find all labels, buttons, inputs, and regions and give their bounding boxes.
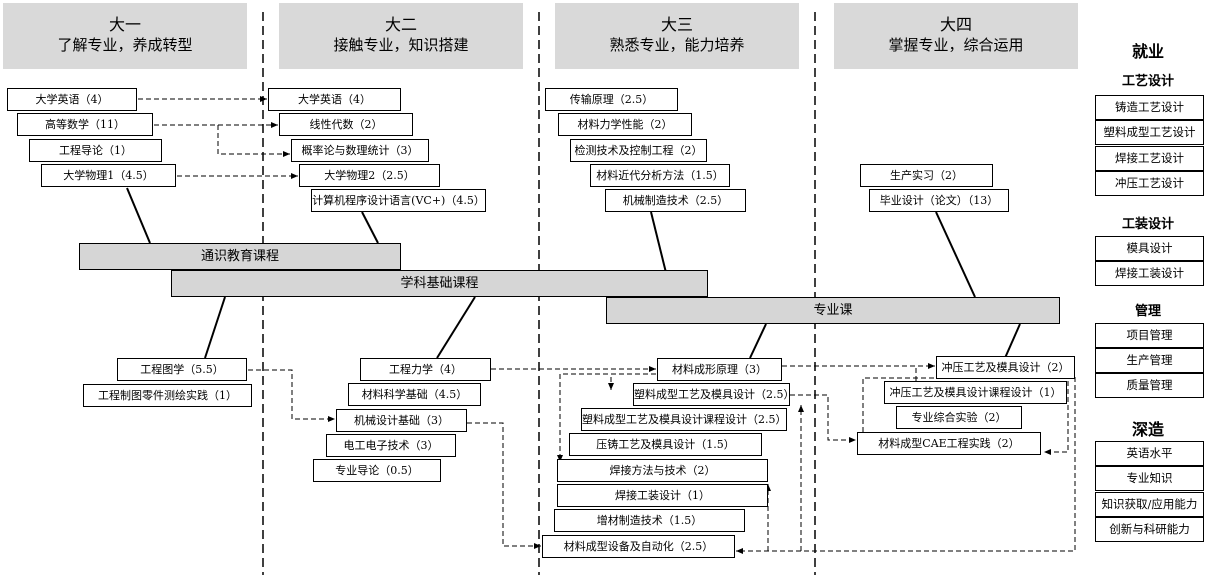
course-box: 工程导论（1） (29, 139, 162, 162)
course-box: 专业导论（0.5） (313, 459, 441, 482)
course-box: 计算机程序设计语言(VC+)（4.5） (311, 189, 486, 212)
course-box: 生产实习（2） (860, 164, 993, 187)
outcome-box: 塑料成型工艺设计 (1095, 120, 1204, 145)
course-box: 焊接工装设计（1） (557, 484, 768, 507)
process-design-title: 工艺设计 (1121, 74, 1174, 89)
outcome-box: 铸造工艺设计 (1095, 95, 1204, 120)
category-general-education: 通识教育课程 (79, 243, 401, 270)
year-label: 大一 (108, 15, 141, 34)
course-box: 材料力学性能（2） (558, 113, 692, 136)
management-title: 管理 (1134, 304, 1161, 319)
outcome-box: 冲压工艺设计 (1095, 171, 1204, 196)
course-box: 大学英语（4） (7, 88, 137, 111)
outcome-box: 项目管理 (1095, 323, 1204, 348)
course-box: 专业综合实验（2） (896, 406, 1022, 429)
year-header-4: 大四 掌握专业，综合运用 (834, 3, 1078, 69)
category-subject-foundation: 学科基础课程 (171, 270, 708, 297)
course-box: 工程图学（5.5） (117, 358, 247, 381)
year-header-3: 大三 熟悉专业，能力培养 (555, 3, 799, 69)
year-header-2: 大二 接触专业，知识搭建 (279, 3, 523, 69)
course-box: 压铸工艺及模具设计（1.5） (569, 433, 762, 456)
employment-title: 就业 (1131, 42, 1164, 61)
category-major-courses: 专业课 (606, 297, 1060, 324)
outcome-box: 焊接工艺设计 (1095, 146, 1204, 171)
outcome-box: 生产管理 (1095, 348, 1204, 373)
course-box: 线性代数（2） (279, 113, 413, 136)
year-header-1: 大一 了解专业，养成转型 (3, 3, 247, 69)
tooling-design-title: 工装设计 (1121, 217, 1174, 232)
outcome-box: 创新与科研能力 (1095, 517, 1204, 542)
course-box: 焊接方法与技术（2） (557, 459, 768, 482)
course-box: 材料成型CAE工程实践（2） (857, 432, 1041, 455)
course-box: 塑料成型工艺及模具设计课程设计（2.5） (581, 408, 787, 431)
course-box: 大学物理2（2.5） (299, 164, 440, 187)
outcome-box: 焊接工装设计 (1095, 261, 1204, 286)
course-box: 大学物理1（4.5） (41, 164, 176, 187)
course-box: 概率论与数理统计（3） (291, 139, 429, 162)
year-label: 大三 (660, 15, 693, 34)
course-box: 塑料成型工艺及模具设计（2.5） (633, 383, 790, 406)
outcome-box: 专业知识 (1095, 466, 1204, 491)
course-box: 材料成型设备及自动化（2.5） (542, 535, 735, 558)
year-label: 大二 (384, 15, 417, 34)
course-box: 机械制造技术（2.5） (605, 189, 746, 212)
further-study-title: 深造 (1131, 420, 1164, 439)
year-theme: 接触专业，知识搭建 (333, 36, 469, 54)
year-theme: 掌握专业，综合运用 (888, 36, 1024, 54)
course-box: 冲压工艺及模具设计课程设计（1） (884, 381, 1067, 404)
course-box: 材料近代分析方法（1.5） (590, 164, 730, 187)
course-box: 大学英语（4） (268, 88, 401, 111)
outcome-box: 模具设计 (1095, 236, 1204, 261)
course-box: 材料成形原理（3） (657, 358, 782, 381)
course-box: 电工电子技术（3） (326, 434, 456, 457)
outcome-box: 质量管理 (1095, 373, 1204, 398)
course-box: 机械设计基础（3） (336, 409, 467, 432)
course-box: 工程制图零件测绘实践（1） (83, 384, 252, 407)
course-box: 传输原理（2.5） (545, 88, 678, 111)
course-box: 工程力学（4） (360, 358, 491, 381)
year-label: 大四 (939, 15, 972, 34)
year-theme: 熟悉专业，能力培养 (609, 36, 745, 54)
year-theme: 了解专业，养成转型 (57, 36, 193, 54)
course-box: 材料科学基础（4.5） (348, 383, 481, 406)
course-box: 高等数学（11） (17, 113, 153, 136)
course-box: 检测技术及控制工程（2） (570, 139, 707, 162)
outcome-box: 知识获取/应用能力 (1095, 492, 1204, 517)
course-box: 冲压工艺及模具设计（2） (936, 356, 1075, 379)
course-box: 增材制造技术（1.5） (554, 509, 745, 532)
course-box: 毕业设计（论文）（13） (869, 189, 1009, 212)
outcome-box: 英语水平 (1095, 441, 1204, 466)
